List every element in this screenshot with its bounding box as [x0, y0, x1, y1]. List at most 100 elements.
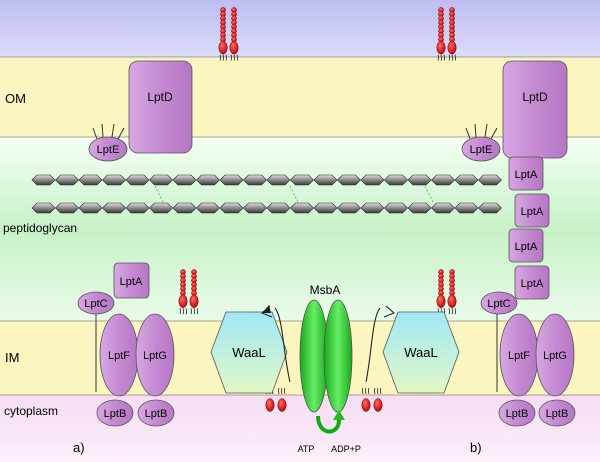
peptidoglycan-unit — [78, 202, 103, 214]
lptf-label-a: LptF — [108, 350, 130, 362]
atp-hydrolysis-arrow — [316, 415, 341, 434]
peptidoglycan-unit — [149, 202, 173, 214]
lps-molecule — [447, 7, 457, 61]
peptidoglycan-unit — [360, 202, 385, 214]
lptc-label-b: LptC — [487, 298, 510, 310]
lptd-label-a: LptD — [147, 90, 173, 104]
lptd-label-b: LptD — [522, 90, 548, 104]
lptc-protein-a — [77, 291, 115, 315]
lps-molecule — [436, 7, 446, 61]
extracellular-region — [0, 0, 600, 57]
msba-transporter: MsbA ATP ADP+P — [260, 283, 396, 454]
peptidoglycan-unit — [478, 202, 502, 214]
peptidoglycan-unit — [219, 202, 244, 214]
peptidoglycan-unit — [431, 202, 455, 214]
waal-label-b: WaaL — [404, 345, 437, 360]
lps-molecule — [218, 7, 228, 61]
peptidoglycan-unit — [337, 174, 361, 186]
lptg-protein-a — [135, 313, 175, 397]
lipid-a-core — [361, 387, 371, 412]
lpte-label-a: LptE — [97, 144, 120, 156]
lpte-protein-a — [88, 136, 128, 162]
label-cytoplasm: cytoplasm — [4, 404, 58, 418]
peptidoglycan-unit — [313, 202, 338, 214]
peptidoglycan-unit — [384, 174, 408, 186]
lps-molecule — [436, 269, 446, 315]
peptidoglycan-unit — [149, 174, 173, 186]
lpta-label-a: LptA — [120, 276, 143, 288]
peptidoglycan-unit — [407, 174, 432, 186]
lps-molecule — [229, 7, 239, 61]
peptidoglycan-unit — [102, 174, 126, 186]
outer-membrane-band — [0, 57, 600, 137]
lps-molecule — [178, 269, 188, 315]
lptb-protein-b-left — [498, 399, 536, 427]
atp-label: ATP — [298, 444, 315, 454]
lptg-label-a: LptG — [143, 350, 167, 362]
peptidoglycan-unit — [407, 202, 432, 214]
lipid-a-core — [373, 387, 383, 412]
lps-molecules — [178, 7, 457, 412]
lptc-protein-b — [480, 291, 518, 315]
lptd-protein-b — [502, 60, 568, 159]
peptidoglycan-unit — [125, 202, 150, 214]
peptidoglycan-unit — [313, 174, 338, 186]
lps-molecule — [189, 269, 199, 315]
lptc-label-a: LptC — [84, 298, 107, 310]
lpta-bridge-2 — [514, 193, 550, 228]
peptidoglycan-unit — [219, 174, 244, 186]
peptidoglycan-unit — [266, 174, 291, 186]
peptidoglycan-unit — [290, 174, 314, 186]
flip-arrow-right — [365, 307, 381, 383]
peptidoglycan-unit — [384, 202, 408, 214]
label-inner-membrane: IM — [5, 350, 19, 365]
flip-arrow-left — [274, 307, 291, 383]
peptidoglycan-chains — [31, 174, 502, 214]
panel-label-b: b) — [470, 440, 482, 455]
lptb-label-b-right: LptB — [546, 408, 569, 420]
lptb-label-b-left: LptB — [506, 408, 529, 420]
lptb-label-a-left: LptB — [104, 408, 127, 420]
peptidoglycan-unit — [196, 202, 220, 214]
waal-protein-a — [210, 311, 288, 394]
lptb-protein-a-left — [96, 399, 134, 427]
peptidoglycan-unit — [337, 202, 361, 214]
peptidoglycan-unit — [266, 202, 291, 214]
peptidoglycan-unit — [478, 174, 502, 186]
peptidoglycan-unit — [243, 174, 267, 186]
lpte-label-b: LptE — [470, 144, 493, 156]
peptidoglycan-unit — [454, 174, 479, 186]
peptidoglycan-unit — [290, 202, 314, 214]
waal-protein-b — [382, 311, 460, 394]
peptidoglycan-unit — [78, 174, 103, 186]
lpta-bridge-3-label: LptA — [515, 241, 538, 253]
panel-b: WaaL LptD LptE LptA LptA LptA LptA LptC … — [382, 60, 576, 455]
lps-molecule — [447, 269, 457, 315]
lipid-a-core — [277, 387, 287, 412]
peptidoglycan-unit — [31, 174, 56, 186]
lpta-bridge-4 — [514, 265, 550, 300]
peptidoglycan-unit — [172, 174, 197, 186]
peptidoglycan-unit — [196, 174, 220, 186]
peptidoglycan-unit — [431, 174, 455, 186]
label-outer-membrane: OM — [5, 91, 26, 106]
periplasm-region — [0, 137, 600, 321]
lpta-bridge-1-label: LptA — [515, 169, 538, 181]
lpta-protein-a — [113, 262, 150, 299]
peptidoglycan-unit — [454, 202, 479, 214]
lptg-label-b: LptG — [543, 350, 567, 362]
panel-label-a: a) — [73, 440, 85, 455]
label-peptidoglycan: peptidoglycan — [3, 221, 77, 235]
lptg-protein-b — [535, 313, 575, 397]
adp-label: ADP+P — [331, 444, 361, 454]
lptb-protein-b-right — [538, 399, 576, 427]
lptb-label-a-right: LptB — [145, 408, 168, 420]
peptidoglycan-unit — [31, 202, 56, 214]
msba-subunit-right — [323, 299, 353, 413]
lpta-bridge-4-label: LptA — [521, 278, 544, 290]
lpta-bridge-2-label: LptA — [521, 206, 544, 218]
lpte-protein-b — [461, 136, 501, 162]
peptidoglycan-unit — [243, 202, 267, 214]
